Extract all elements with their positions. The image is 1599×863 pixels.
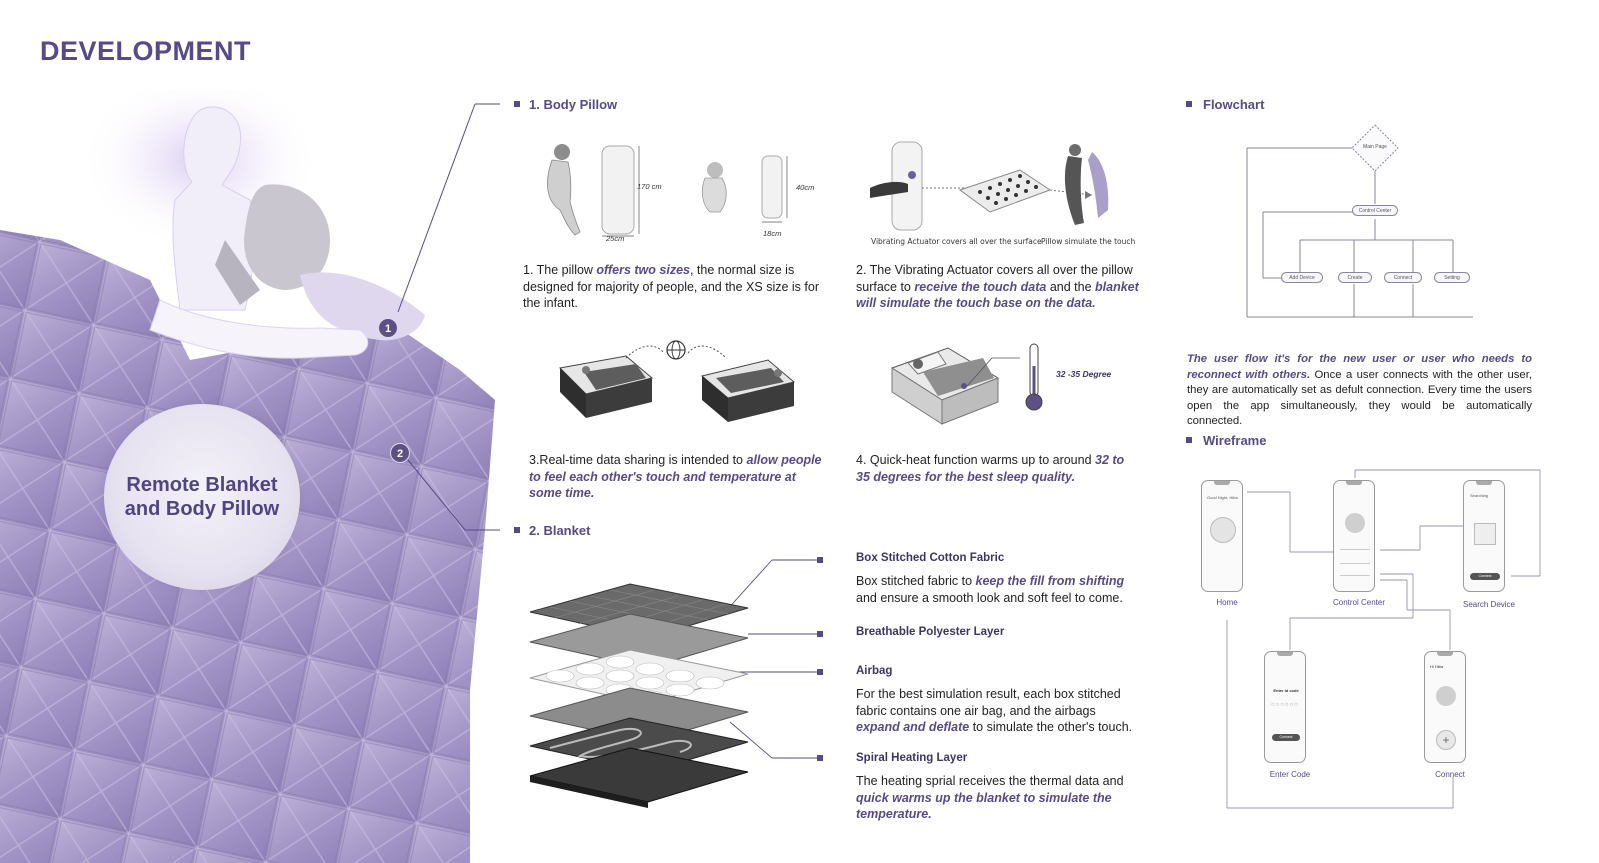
wireframe-heading: Wireframe <box>1203 433 1267 448</box>
flowchart-heading: Flowchart <box>1203 97 1265 112</box>
adult-pillow-height: 170 cm <box>637 182 662 191</box>
layer-marker <box>817 755 823 761</box>
home-greeting: Good Night, Hiba <box>1207 495 1238 500</box>
enter-code-connect-button[interactable]: Connect <box>1272 734 1300 741</box>
wireframe-caption-search-device: Search Device <box>1462 600 1516 609</box>
infant-pillow-height: 40cm <box>796 183 815 192</box>
flow-node-add-device: Add Device <box>1281 272 1323 283</box>
layer-marker <box>817 669 823 675</box>
list-divider <box>1340 575 1370 576</box>
flow-node-create: Create <box>1338 272 1372 283</box>
layer-marker <box>817 631 823 637</box>
blanket-heading: 2. Blanket <box>529 523 591 538</box>
wireframe-caption-enter-code: Enter Code <box>1269 770 1311 779</box>
pillow-paragraph-1: 1. The pillow offers two sizes, the norm… <box>523 263 819 310</box>
wireframe-phone-control-center <box>1333 480 1375 592</box>
layer-heating-title: Spiral Heating Layer <box>856 752 968 764</box>
hero-label-line2: and Body Pillow <box>124 498 280 520</box>
enter-code-title: Enter Id code <box>1273 688 1299 693</box>
page-title: DEVELOPMENT <box>40 36 252 66</box>
section-marker <box>1186 101 1192 107</box>
code-input-dots[interactable]: ○○○○○○ <box>1271 702 1299 708</box>
search-connect-button[interactable]: Connect <box>1470 573 1500 580</box>
pillow-paragraph-2: 2. The Vibrating Actuator covers all ove… <box>856 263 1139 310</box>
actuator-caption: Vibrating Actuator covers all over the s… <box>871 237 1042 246</box>
wireframe-caption-home: Home <box>1216 598 1238 607</box>
image-placeholder-icon <box>1474 523 1496 545</box>
layer-airbag-title: Airbag <box>856 665 893 677</box>
callout-badge-1: 1 <box>378 318 398 338</box>
blanket-layers-illustration <box>529 559 820 808</box>
add-plus-icon[interactable]: + <box>1436 730 1456 750</box>
avatar-icon <box>1436 686 1456 706</box>
flowchart-description: The user flow it's for the new user or u… <box>1187 353 1532 427</box>
infant-pillow-width: 18cm <box>763 229 782 238</box>
list-divider <box>1340 563 1370 564</box>
temperature-label: 32 -35 Degree <box>1056 369 1112 379</box>
layer-heating-text: The heating sprial receives the thermal … <box>856 774 1124 821</box>
heating-bed-illustration <box>890 343 1043 425</box>
wireframe-phone-search-device: Searching Connect <box>1463 480 1505 592</box>
search-screen-title: Searching <box>1470 493 1489 498</box>
adult-pillow-width: 25cm <box>606 234 625 243</box>
wireframe-connector-lines <box>1226 469 1541 809</box>
flow-node-connect: Connect <box>1384 272 1422 283</box>
pillow-sizes-illustration <box>547 144 788 237</box>
layer-cotton-text: Box stitched fabric to keep the fill fro… <box>856 574 1125 605</box>
flow-node-setting: Setting <box>1434 272 1470 283</box>
wireframe-phone-connect: Hi Hiba + <box>1424 651 1466 763</box>
layer-airbag-text: For the best simulation result, each box… <box>856 687 1133 734</box>
hero-label-circle: Remote Blanket and Body Pillow <box>104 404 300 590</box>
layer-polyester-title: Breathable Polyester Layer <box>856 626 1005 638</box>
home-device-icon <box>1210 517 1236 543</box>
wireframe-caption-connect: Connect <box>1435 770 1465 779</box>
wireframe-phone-home: Good Night, Hiba <box>1201 480 1243 592</box>
flowchart-diagram <box>1246 124 1473 318</box>
flow-node-main-page: Main Page <box>1363 144 1387 150</box>
section-marker <box>514 101 520 107</box>
avatar-icon <box>1345 513 1365 533</box>
connect-screen-title: Hi Hiba <box>1430 664 1444 669</box>
pillow-paragraph-4: 4. Quick-heat function warms up to aroun… <box>856 453 1125 484</box>
callout-badge-2: 2 <box>390 443 410 463</box>
hero-label-line1: Remote Blanket <box>126 474 278 496</box>
actuator-illustration <box>870 141 1109 231</box>
section-marker <box>1186 437 1192 443</box>
layer-cotton-title: Box Stitched Cotton Fabric <box>856 552 1005 564</box>
list-divider <box>1340 549 1370 550</box>
body-pillow-heading: 1. Body Pillow <box>529 97 618 112</box>
layer-marker <box>817 557 823 563</box>
section-marker <box>514 527 520 533</box>
wireframe-phone-enter-code: Enter Id code ○○○○○○ Connect <box>1264 651 1306 763</box>
pillow-paragraph-3: 3.Real-time data sharing is intended to … <box>529 453 822 500</box>
pillow-simulate-caption: Pillow simulate the touch <box>1041 237 1136 246</box>
flow-node-control-center: Control Center <box>1352 205 1398 216</box>
beds-sharing-illustration <box>558 340 796 422</box>
wireframe-caption-control-center: Control Center <box>1332 598 1386 607</box>
